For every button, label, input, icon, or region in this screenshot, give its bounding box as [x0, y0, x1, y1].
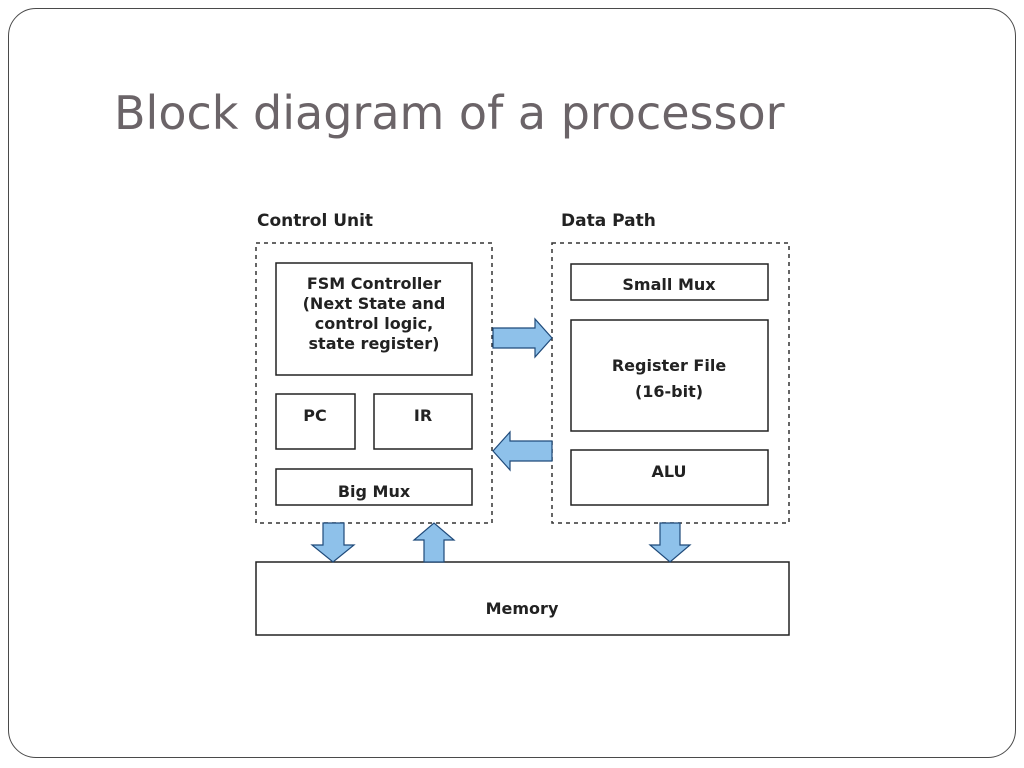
slide-title: Block diagram of a processor [114, 86, 785, 140]
pc-block: PC [275, 393, 356, 450]
fsm-controller-line-4: state register) [309, 334, 440, 353]
data-path-label: Data Path [561, 211, 656, 231]
arrow-control-to-memory [310, 522, 356, 563]
memory-block: Memory [255, 561, 790, 636]
ir-block: IR [373, 393, 473, 450]
memory-label: Memory [486, 599, 559, 618]
big-mux-label: Big Mux [338, 482, 411, 501]
arrow-memory-to-control [412, 522, 456, 563]
register-file-line-1: Register File [612, 356, 726, 375]
big-mux-block: Big Mux [275, 468, 473, 506]
register-file-block: Register File (16-bit) [570, 319, 769, 432]
small-mux-label: Small Mux [622, 275, 716, 294]
ir-label: IR [414, 406, 432, 425]
control-unit-group [255, 242, 493, 524]
alu-block: ALU [570, 449, 769, 506]
fsm-controller-line-2: (Next State and [303, 294, 446, 313]
fsm-controller-block: FSM Controller (Next State and control l… [275, 262, 473, 376]
pc-label: PC [303, 406, 326, 425]
register-file-line-2: (16-bit) [635, 382, 703, 401]
small-mux-block: Small Mux [570, 263, 769, 301]
arrow-control-to-datapath [492, 317, 553, 359]
control-unit-label: Control Unit [257, 211, 373, 231]
fsm-controller-line-3: control logic, [315, 314, 433, 333]
alu-label: ALU [652, 462, 687, 481]
arrow-datapath-to-memory [648, 522, 692, 563]
arrow-datapath-to-control [492, 430, 553, 472]
fsm-controller-line-1: FSM Controller [307, 274, 441, 293]
